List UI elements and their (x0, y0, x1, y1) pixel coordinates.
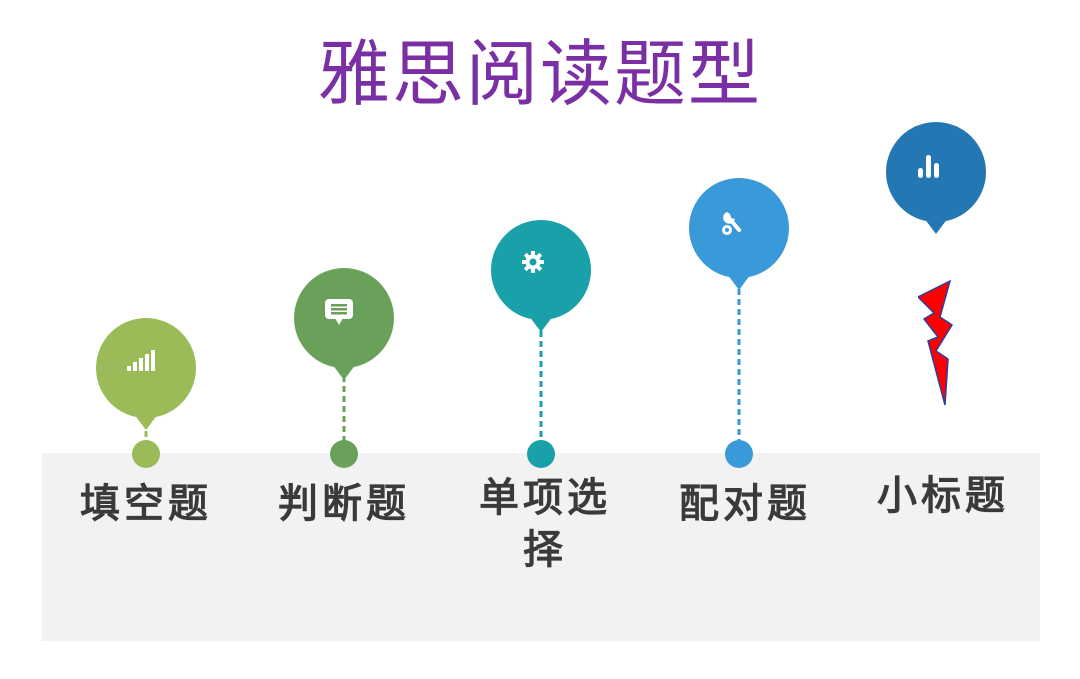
chat-bubble-icon (324, 298, 364, 338)
node-dot-step-4 (725, 440, 753, 468)
label-step-2: 判断题 (278, 481, 410, 527)
bar-chart-icon (916, 152, 956, 192)
node-dot-step-3 (527, 440, 555, 468)
label-step-1: 填空题 (80, 481, 212, 527)
label-step-3: 单项选择 (479, 475, 611, 573)
pin-step-5 (886, 122, 986, 240)
pin-step-1 (96, 318, 196, 436)
pin-step-3 (491, 220, 591, 338)
label-step-5: 小标题 (877, 473, 1009, 519)
page-title: 雅思阅读题型 (317, 32, 762, 116)
gear-icon (521, 250, 561, 290)
signal-bars-icon (126, 348, 166, 388)
node-dot-step-2 (330, 440, 358, 468)
pin-step-4 (689, 178, 789, 296)
node-dot-step-1 (132, 440, 160, 468)
pin-step-2 (294, 268, 394, 386)
wrench-gear-icon (719, 208, 759, 248)
label-band (42, 453, 1040, 641)
lightning-bolt-icon (918, 279, 954, 406)
label-step-4: 配对题 (679, 481, 811, 527)
